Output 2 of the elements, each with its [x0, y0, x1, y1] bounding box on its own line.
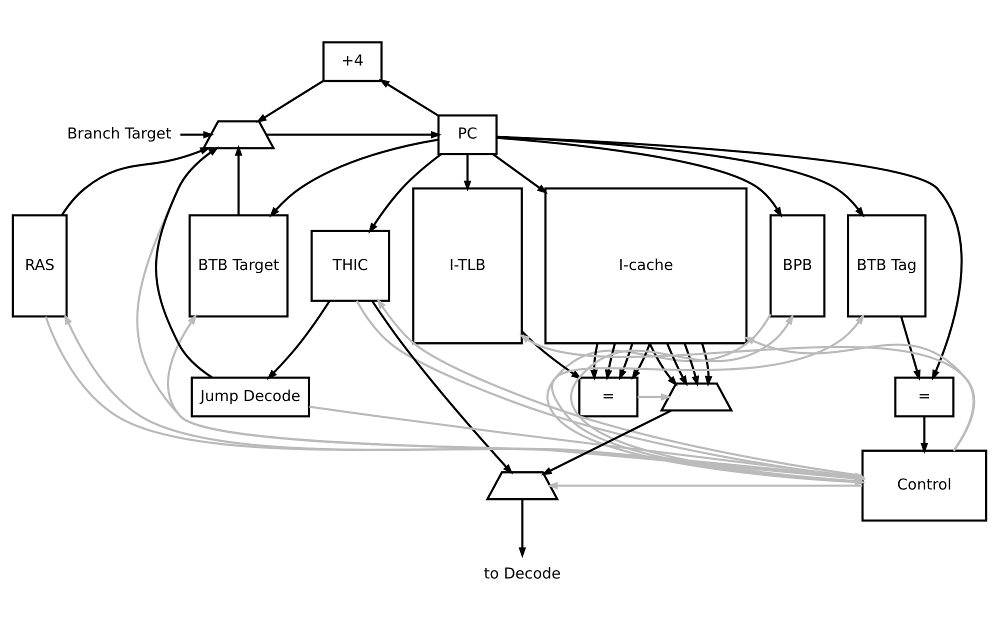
node-text: to Decode [484, 564, 561, 582]
node-text: Branch Target [67, 124, 172, 142]
